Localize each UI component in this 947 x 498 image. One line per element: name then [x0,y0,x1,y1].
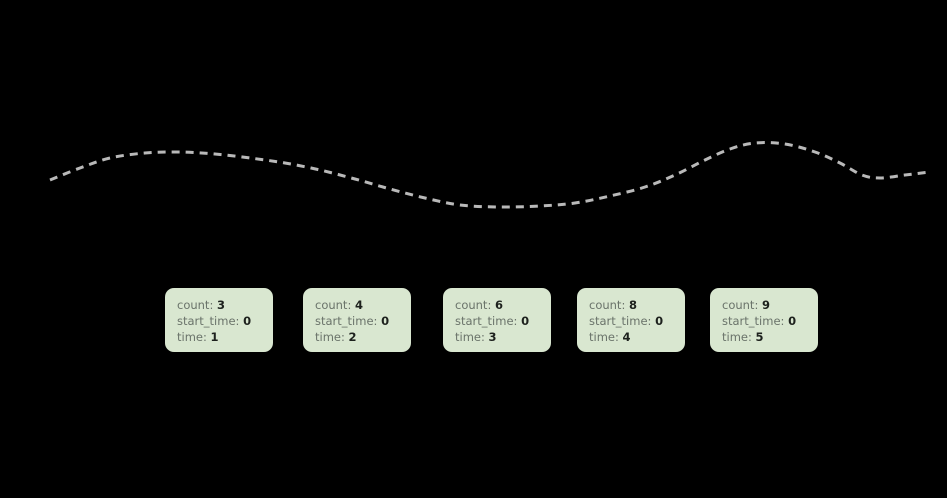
node-field-value: 1 [210,330,219,344]
node-field-value: 6 [494,298,503,312]
node-field-key: count: [589,298,626,312]
node-field-value: 5 [755,330,764,344]
node-field-value: 3 [488,330,497,344]
node-field: time: 3 [455,329,539,345]
node-field-value: 3 [216,298,225,312]
node-field: time: 4 [589,329,673,345]
node-field-value: 2 [348,330,357,344]
node-field-value: 0 [521,314,530,328]
node-field: start_time: 0 [589,313,673,329]
node-field-value: 4 [354,298,363,312]
node-field-key: time: [722,330,752,344]
node-field-key: start_time: [455,314,518,328]
node-field-key: start_time: [177,314,240,328]
node-field-value: 0 [655,314,664,328]
node-field: time: 2 [315,329,399,345]
node-field-value: 8 [628,298,637,312]
node-field-key: count: [455,298,492,312]
node-field-key: start_time: [722,314,785,328]
node-field: count: 9 [722,297,806,313]
node-field: start_time: 0 [315,313,399,329]
node-field: start_time: 0 [722,313,806,329]
node-field: count: 4 [315,297,399,313]
node-field-key: start_time: [589,314,652,328]
node-field-value: 9 [761,298,770,312]
node-field: count: 3 [177,297,261,313]
node-field-value: 4 [622,330,631,344]
node-field-key: count: [177,298,214,312]
node-field-key: count: [315,298,352,312]
node-field-value: 0 [381,314,390,328]
node-field-value: 0 [243,314,252,328]
node-field-value: 0 [788,314,797,328]
node-field: time: 1 [177,329,261,345]
node-field: time: 5 [722,329,806,345]
node-field-key: time: [315,330,345,344]
node-field: count: 8 [589,297,673,313]
node-field-key: time: [177,330,207,344]
node-field-key: time: [589,330,619,344]
node-field: start_time: 0 [455,313,539,329]
node-field-key: start_time: [315,314,378,328]
node-field-key: count: [722,298,759,312]
node-field: count: 6 [455,297,539,313]
node-field-key: time: [455,330,485,344]
node-field: start_time: 0 [177,313,261,329]
